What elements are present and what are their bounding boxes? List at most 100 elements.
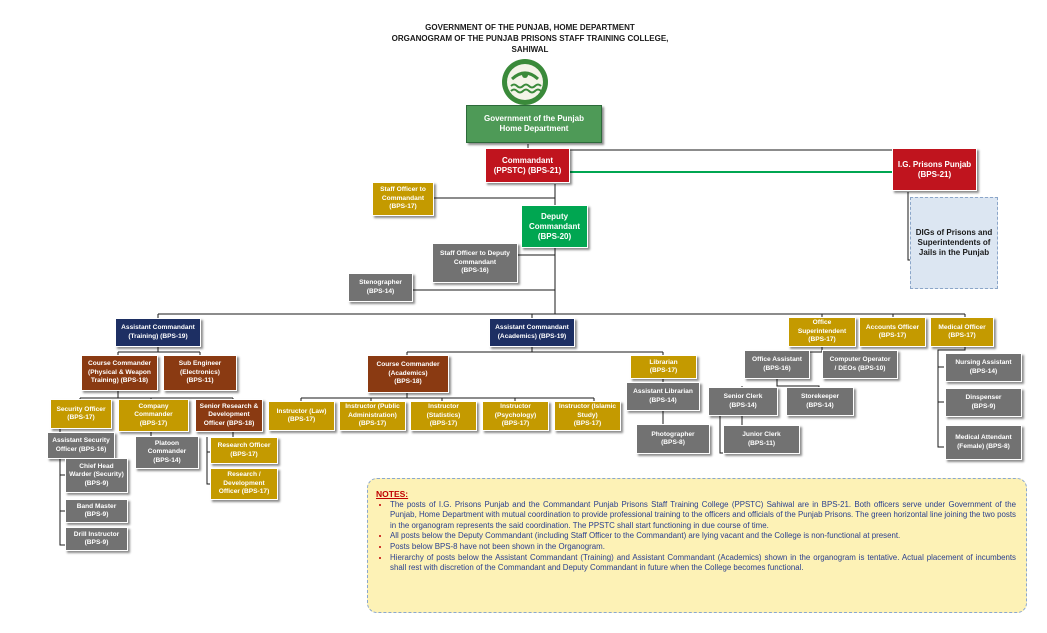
node-line: (BPS-17) xyxy=(358,420,387,428)
node-line: Librarian xyxy=(649,358,678,366)
node-line: Office xyxy=(812,319,832,327)
node-line: (BPS-17) xyxy=(649,367,678,374)
node-line: Course Commander xyxy=(87,360,152,368)
node-line: Platoon xyxy=(154,439,180,447)
node-line: Development xyxy=(208,411,250,419)
node-line: (BPS-14) xyxy=(366,287,395,295)
instructor-statistics-node: Instructor (Statistics) (BPS-17) xyxy=(410,401,477,431)
node-line: (BPS-8) xyxy=(661,439,685,446)
drill-instructor-node: Drill Instructor (BPS-9) xyxy=(65,527,128,551)
node-line: (Female) (BPS-8) xyxy=(957,442,1010,450)
note-item: The posts of I.G. Prisons Punjab and the… xyxy=(390,500,1016,531)
node-line: Home Department xyxy=(499,124,569,133)
stenographer-node: Stenographer (BPS-14) xyxy=(348,273,413,302)
node-line: Photographer xyxy=(651,430,695,438)
node-line: Deputy xyxy=(540,211,569,221)
note-item: Hierarchy of posts below the Assistant C… xyxy=(390,553,1016,573)
node-line: (Academics) (BPS-19) xyxy=(497,332,567,340)
office-assistant-node: Office Assistant (BPS-16) xyxy=(744,350,810,379)
node-line: Study) xyxy=(577,411,598,419)
node-line: (Training) (BPS-19) xyxy=(128,332,188,340)
node-line: Research Officer xyxy=(217,442,271,450)
instructor-islamic-study-node: Instructor (Islamic Study) (BPS-17) xyxy=(554,401,621,431)
node-line: Security Officer xyxy=(56,405,106,413)
asst-security-officer-node: Assistant Security Officer (BPS-16) xyxy=(47,432,115,459)
chief-head-warder-node: Chief Head Warder (Security) (BPS-9) xyxy=(65,458,128,493)
node-line: Instructor (Islamic xyxy=(558,403,617,411)
node-line: Nursing Assistant xyxy=(955,359,1012,367)
punjab-government-emblem-icon xyxy=(502,59,548,105)
nursing-assistant-node: Nursing Assistant (BPS-14) xyxy=(945,353,1022,382)
node-line: Medical Officer xyxy=(938,323,986,331)
research-officer-node: Research Officer (BPS-17) xyxy=(210,437,278,464)
node-line: Accounts Officer xyxy=(865,323,920,331)
node-line: Administration) xyxy=(348,411,397,419)
node-line: Superintendents of xyxy=(917,238,991,247)
node-line: (BPS-17) xyxy=(573,420,602,428)
node-line: DIGs of Prisons and xyxy=(915,228,993,237)
node-line: Assistant Commandant xyxy=(495,324,569,332)
node-line: (BPS-9) xyxy=(84,479,109,487)
instructor-public-admin-node: Instructor (Public Administration) (BPS-… xyxy=(339,401,406,431)
node-line: Officer (BPS-16) xyxy=(55,445,107,453)
staff-officer-commandant-node: Staff Officer to Commandant (BPS-17) xyxy=(372,182,434,216)
node-line: Staff Officer to xyxy=(380,186,426,194)
node-line: (BPS-9) xyxy=(84,539,109,546)
course-commander-physical-node: Course Commander (Physical & Weapon Trai… xyxy=(81,355,158,391)
node-line: Officer (BPS-18) xyxy=(203,419,255,427)
senior-research-officer-node: Senior Research & Development Officer (B… xyxy=(195,399,263,432)
node-line: (BPS-14) xyxy=(806,401,834,409)
node-line: (BPS-9) xyxy=(84,511,109,518)
node-line: (BPS-16) xyxy=(763,364,791,372)
node-line: Assistant Security xyxy=(52,437,110,445)
node-line: Instructor (Law) xyxy=(276,407,327,415)
node-line: Instructor xyxy=(500,403,531,411)
librarian-node: Librarian (BPS-17) xyxy=(630,355,697,379)
node-line: Company xyxy=(138,402,169,410)
platoon-commander-node: Platoon Commander (BPS-14) xyxy=(135,436,199,469)
office-superintendent-node: Office Superintendent (BPS-17) xyxy=(788,317,856,347)
node-line: Office Assistant xyxy=(752,356,802,364)
node-line: (Electronics) xyxy=(180,368,220,376)
ig-prisons-node: I.G. Prisons Punjab (BPS-21) xyxy=(892,148,977,191)
node-line: (BPS-17) xyxy=(67,414,95,421)
node-line: I.G. Prisons Punjab xyxy=(897,159,972,169)
node-line: (Statistics) xyxy=(426,411,461,419)
node-line: Government of the Punjab xyxy=(483,114,584,123)
node-line: / DEOs (BPS-10) xyxy=(834,364,886,372)
node-line: Assistant Commandant xyxy=(121,324,195,332)
assistant-librarian-node: Assistant Librarian (BPS-14) xyxy=(626,382,700,411)
node-line: Commandant xyxy=(528,221,581,231)
node-line: (BPS-14) xyxy=(649,396,677,404)
node-line: (Academics) xyxy=(388,369,428,377)
accounts-officer-node: Accounts Officer (BPS-17) xyxy=(859,317,926,347)
node-line: Jails in the Punjab xyxy=(918,248,990,257)
note-item: Posts below BPS-8 have not been shown in… xyxy=(390,542,1016,552)
node-line: Junior Clerk xyxy=(742,431,781,439)
node-line: Staff Officer to Deputy xyxy=(440,250,510,258)
node-line: (BPS-14) xyxy=(153,456,181,464)
home-department-node: Government of the Punjab Home Department xyxy=(466,105,602,143)
node-line: Commander xyxy=(134,411,173,419)
node-line: Stenographer xyxy=(359,279,402,287)
asst-commandant-academics-node: Assistant Commandant (Academics) (BPS-19… xyxy=(489,318,575,347)
node-line: Commandant xyxy=(453,258,497,266)
storekeeper-node: Storekeeper (BPS-14) xyxy=(786,387,854,416)
node-line: (BPS-21) xyxy=(917,169,952,179)
node-line: (BPS-11) xyxy=(747,439,776,447)
node-line: (BPS-17) xyxy=(230,450,258,458)
node-line: (BPS-14) xyxy=(969,367,998,375)
node-line: Training) (BPS-18) xyxy=(90,377,149,385)
dispenser-node: Dinspenser (BPS-9) xyxy=(945,388,1022,417)
node-line: Chief Head xyxy=(79,462,114,470)
notes-box: NOTES: The posts of I.G. Prisons Punjab … xyxy=(367,478,1027,613)
node-line: Officer (BPS-17) xyxy=(218,488,270,496)
node-line: (BPS-16) xyxy=(461,267,489,275)
digs-node: DIGs of Prisons and Superintendents of J… xyxy=(910,197,998,289)
node-line: Medical Attendant xyxy=(955,434,1012,442)
node-line: (BPS-17) xyxy=(878,332,907,339)
node-line: (BPS-17) xyxy=(948,332,976,339)
photographer-node: Photographer (BPS-8) xyxy=(636,424,710,454)
senior-clerk-node: Senior Clerk (BPS-14) xyxy=(708,387,778,416)
node-line: Senior Research & xyxy=(199,402,259,410)
